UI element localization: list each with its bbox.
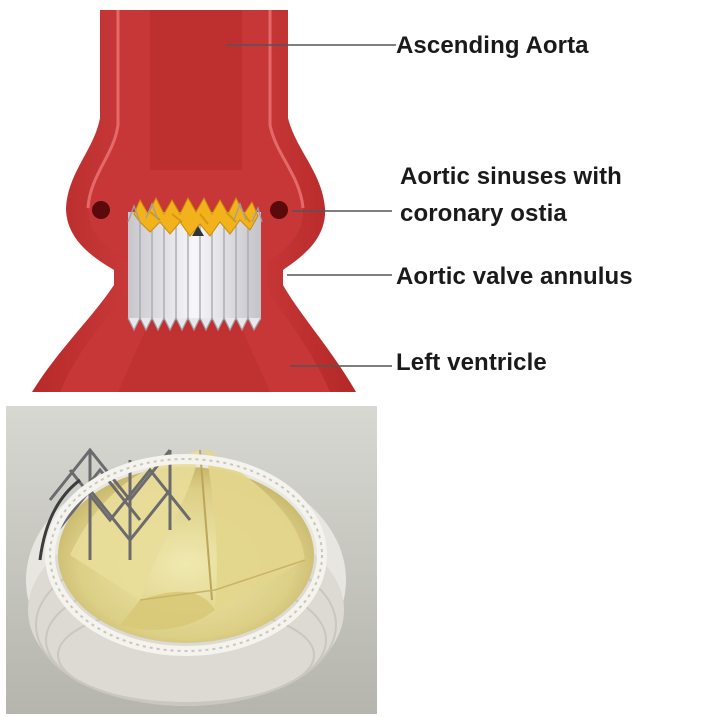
label-left-ventricle: Left ventricle bbox=[396, 347, 547, 378]
label-aortic-valve-annulus: Aortic valve annulus bbox=[396, 261, 633, 292]
coronary-ostium-left bbox=[92, 201, 110, 219]
coronary-ostium-right bbox=[270, 201, 288, 219]
valve-photograph bbox=[6, 406, 377, 714]
label-aortic-sinuses-line1: Aortic sinuses with bbox=[400, 161, 622, 192]
label-ascending-aorta: Ascending Aorta bbox=[396, 30, 589, 61]
label-aortic-sinuses-line2: coronary ostia bbox=[400, 198, 567, 229]
aorta-rear-wall-shade bbox=[150, 10, 242, 170]
